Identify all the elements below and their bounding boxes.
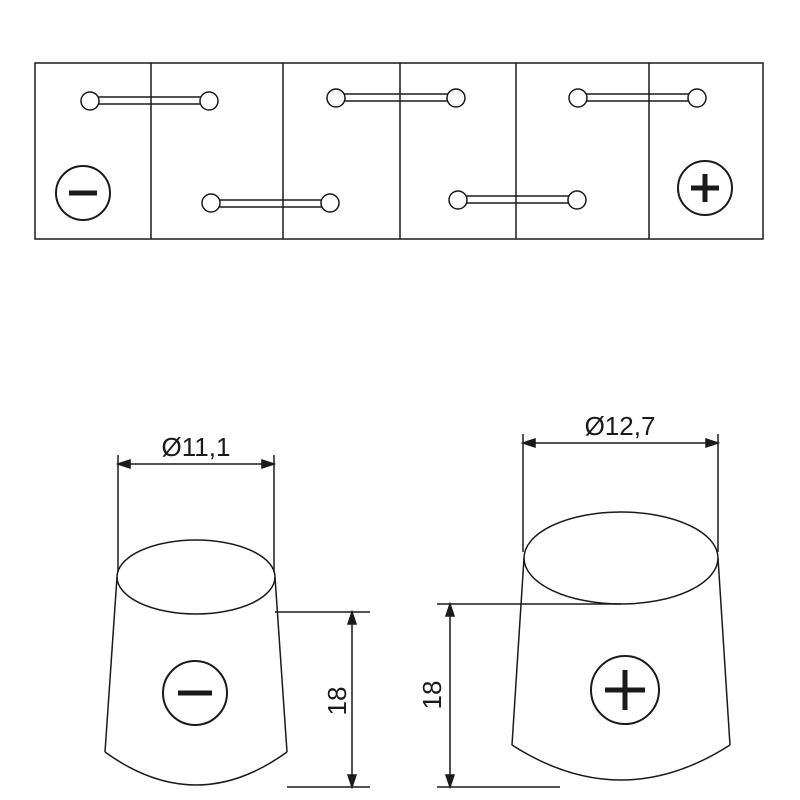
positive-symbol-icon xyxy=(590,655,660,725)
positive-diameter-label: Ø12,7 xyxy=(585,411,656,441)
arrowhead xyxy=(705,437,721,449)
battery-top-view xyxy=(34,62,764,240)
negative-height-label: 18 xyxy=(322,687,352,716)
arrowhead xyxy=(444,601,456,617)
terminal-top-ellipse xyxy=(116,539,276,615)
cell-connector xyxy=(568,88,707,108)
arrowhead xyxy=(261,458,277,470)
terminal-top-ellipse xyxy=(523,511,719,605)
positive-terminal-drawing xyxy=(437,434,731,790)
positive-height-label: 18 xyxy=(417,681,447,710)
cell-connector xyxy=(448,190,587,210)
terminal-side-left xyxy=(511,557,525,746)
arrowhead xyxy=(520,437,536,449)
arrowhead xyxy=(346,774,358,790)
positive-terminal-icon xyxy=(677,160,733,216)
arrowhead xyxy=(346,609,358,625)
negative-diameter-label: Ø11,1 xyxy=(162,432,231,462)
arrowhead xyxy=(115,458,131,470)
cell-connector xyxy=(326,88,466,108)
arrowhead xyxy=(444,774,456,790)
negative-symbol-icon xyxy=(162,660,228,726)
negative-terminal-drawing xyxy=(104,455,370,790)
terminal-bottom-curve xyxy=(104,751,288,786)
battery-outline xyxy=(34,62,764,240)
negative-terminal-icon xyxy=(55,165,111,221)
terminal-side-right xyxy=(717,557,731,746)
cell-connector xyxy=(201,193,340,213)
cell-connector xyxy=(80,91,219,111)
terminal-side-left xyxy=(104,576,118,753)
terminal-bottom-curve xyxy=(511,744,731,781)
terminal-side-right xyxy=(274,576,288,753)
